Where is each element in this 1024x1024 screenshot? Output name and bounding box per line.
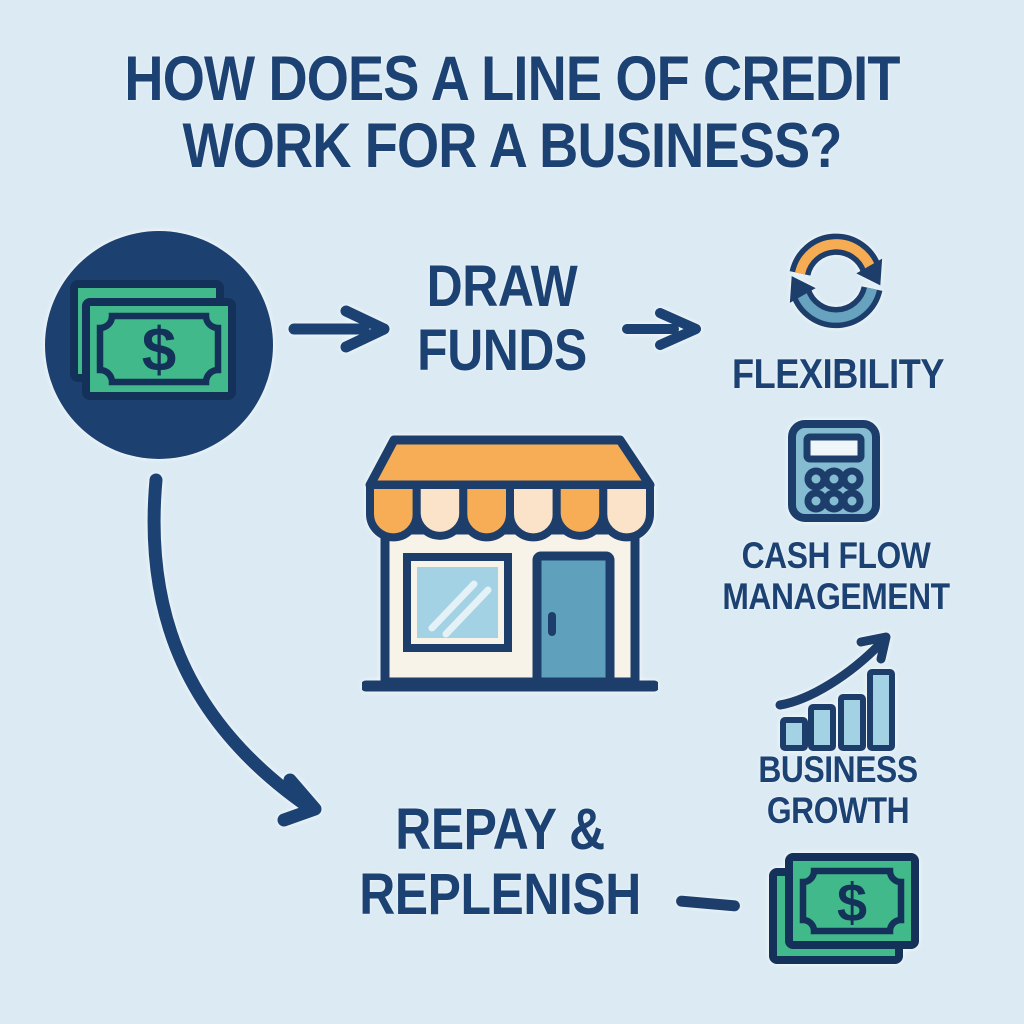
business-growth-line1: BUSINESS [758, 749, 918, 790]
benefit-label-cash-flow: CASH FLOW MANAGEMENT [716, 535, 957, 617]
draw-funds-line2: FUNDS [417, 317, 587, 383]
growth-chart-icon [775, 632, 895, 751]
money-bills-icon: $ [769, 853, 919, 964]
step-repay-replenish-label: REPAY & REPLENISH [354, 797, 646, 928]
curved-down-arrow-icon [147, 473, 322, 827]
arrow-right-icon [288, 305, 390, 353]
storefront-icon [362, 435, 658, 692]
repay-line1: REPAY & [395, 797, 605, 862]
dollar-sign: $ [837, 873, 867, 933]
repay-line2: REPLENISH [359, 861, 641, 927]
dollar-sign: $ [142, 316, 176, 385]
draw-funds-line1: DRAW [426, 254, 578, 319]
connector-dash [675, 895, 741, 912]
money-bills-circle-icon: $ [45, 231, 273, 459]
page-title: HOW DOES A LINE OF CREDIT WORK FOR A BUS… [72, 46, 953, 180]
benefit-label-flexibility: FLEXIBILITY [726, 350, 950, 398]
benefit-label-business-growth: BUSINESS GROWTH [726, 749, 950, 831]
step-draw-funds-label: DRAW FUNDS [390, 255, 614, 383]
refresh-cycle-icon [789, 233, 883, 329]
flexibility-text: FLEXIBILITY [732, 350, 944, 397]
arrow-right-icon [622, 308, 701, 350]
page-title-line2: WORK FOR A BUSINESS? [182, 110, 842, 181]
business-growth-line2: GROWTH [766, 789, 910, 831]
calculator-icon [788, 420, 880, 522]
cash-flow-line1: CASH FLOW [741, 535, 931, 576]
cash-flow-line2: MANAGEMENT [722, 575, 950, 617]
page-title-line1: HOW DOES A LINE OF CREDIT [124, 44, 900, 114]
